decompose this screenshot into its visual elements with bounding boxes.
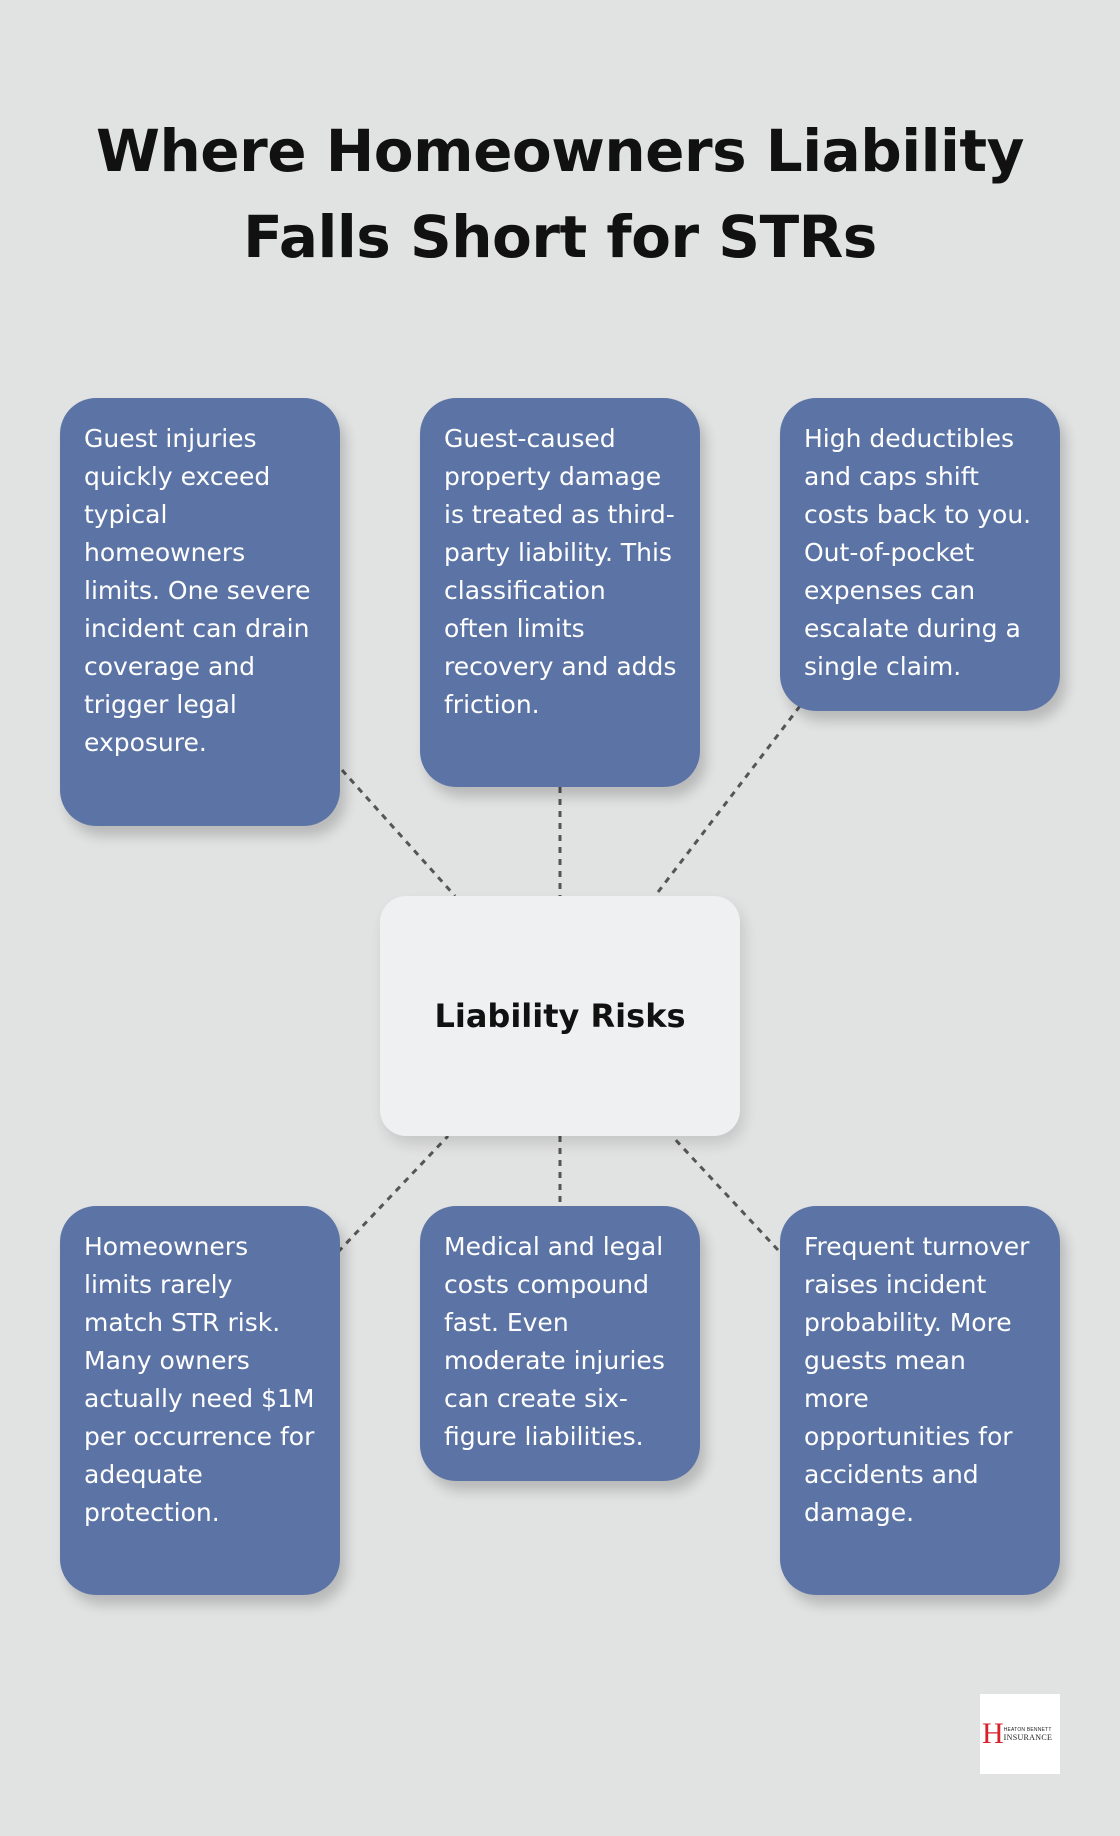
logo-text: HEATON BENNETT INSURANCE xyxy=(1004,1727,1052,1742)
center-node: Liability Risks xyxy=(380,896,740,1136)
connector-card-6 xyxy=(670,1134,780,1252)
risk-card-deductibles: High deductibles and caps shift costs ba… xyxy=(780,398,1060,711)
connector-card-3 xyxy=(653,705,802,897)
logo-mark: H xyxy=(982,1717,1004,1750)
risk-card-turnover: Frequent turnover raises incident probab… xyxy=(780,1206,1060,1595)
connector-card-4 xyxy=(336,1134,450,1254)
risk-card-guest-injuries: Guest injuries quickly exceed typical ho… xyxy=(60,398,340,826)
center-label: Liability Risks xyxy=(434,997,686,1035)
company-logo: H HEATON BENNETT INSURANCE xyxy=(980,1694,1060,1774)
logo-line2: INSURANCE xyxy=(1003,1732,1053,1742)
risk-card-property-damage: Guest-caused property damage is treated … xyxy=(420,398,700,787)
logo-line1: HEATON BENNETT xyxy=(1003,1726,1052,1733)
risk-card-medical-legal: Medical and legal costs compound fast. E… xyxy=(420,1206,700,1481)
connector-card-1 xyxy=(340,768,457,898)
page-title: Where Homeowners Liability Falls Short f… xyxy=(96,117,1024,271)
risk-card-limits: Homeowners limits rarely match STR risk.… xyxy=(60,1206,340,1595)
